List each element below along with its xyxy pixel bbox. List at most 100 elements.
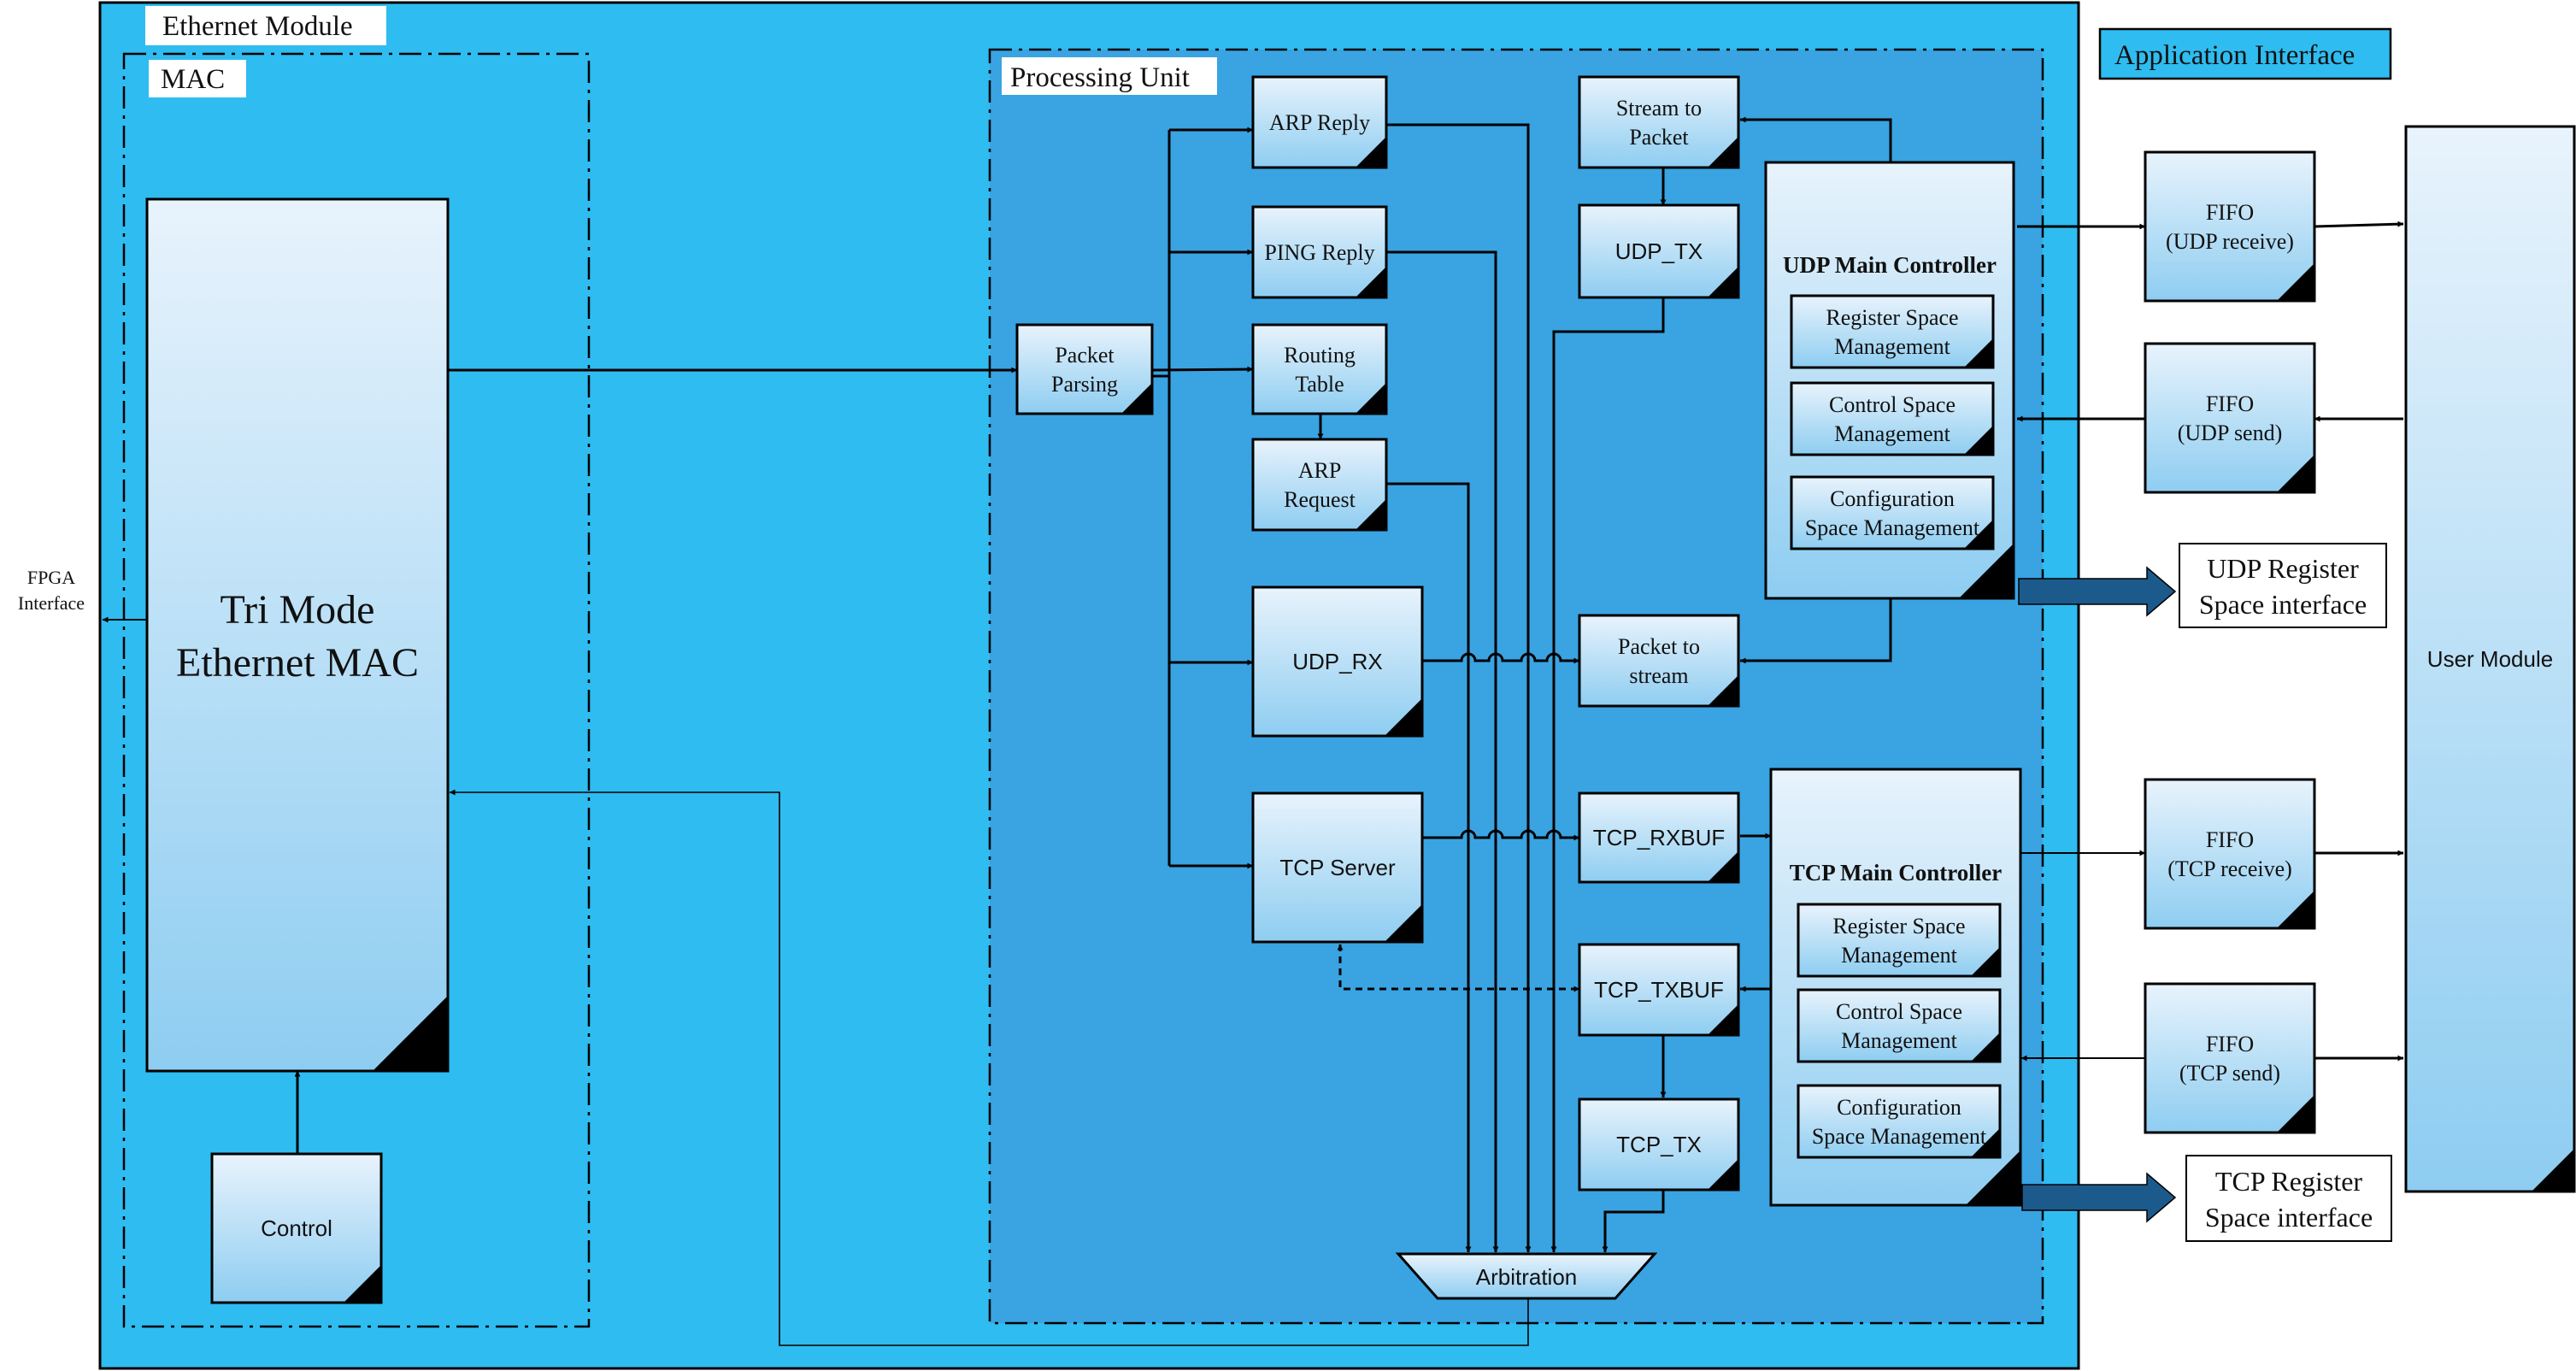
udp-rx-to-packet-to-stream-arrow xyxy=(1422,652,1580,664)
fifo-tcp-receive-block-label-line-1: FIFO xyxy=(2206,827,2254,852)
tcp-txbuf-block: TCP_TXBUF xyxy=(1578,943,1740,1037)
tcp-controller-control-block-label-line-1: Control Space xyxy=(1836,999,1962,1024)
udp-rx-block: UDP_RX xyxy=(1251,585,1424,738)
udp-rx-block-label-line-1: UDP_RX xyxy=(1292,649,1382,674)
udp-register-interface-line-1: UDP Register xyxy=(2207,553,2359,584)
processing-unit-label-box: Processing Unit xyxy=(1002,57,1217,95)
fifo-tcp-send-block-label-line-2: (TCP send) xyxy=(2179,1061,2280,1086)
arp-reply-to-arbitration xyxy=(1386,123,1532,1253)
tcp-rxbuf-block: TCP_RXBUF xyxy=(1578,791,1740,884)
udp-controller-register-block-box xyxy=(1790,294,1995,369)
fifo-udp-send-block-label-line-1: FIFO xyxy=(2206,391,2254,416)
tcp-controller-register-block-label-line-2: Management xyxy=(1841,943,1958,968)
tri-mode-mac-block-label-line-2: Ethernet MAC xyxy=(176,640,419,686)
udp-rx-block-corner-mark xyxy=(1385,698,1422,736)
tcp-controller-register-block-box xyxy=(1797,903,2002,978)
udp-controller-control-block-corner-mark xyxy=(1964,426,1993,455)
arbitration-block: Arbitration xyxy=(1395,1252,1658,1300)
packet-parsing-block-corner-mark xyxy=(1121,383,1152,414)
fifo-tcp-receive-block-label-line-2: (TCP receive) xyxy=(2167,856,2292,881)
fifo-tcp-receive-block: FIFO (TCP receive) xyxy=(2144,778,2316,930)
fifo-udp-receive-to-user-arrow xyxy=(2314,221,2404,228)
tcp-txbuf-block-corner-mark xyxy=(1708,1004,1738,1035)
udp-register-interface-box: UDP Register Space interface xyxy=(2179,543,2387,628)
udp-controller-to-stream-to-packet-arrow xyxy=(1739,116,1892,162)
udp-main-controller-block-corner-mark xyxy=(1959,544,2014,598)
control-block-corner-mark xyxy=(344,1265,381,1303)
tcp-controller-configuration-block-corner-mark xyxy=(1971,1128,2000,1157)
tcp-controller-register-block-label-line-1: Register Space xyxy=(1832,914,1965,939)
tri-mode-mac-block-label-line-1: Tri Mode xyxy=(221,587,375,633)
user-module-block: User Module xyxy=(2404,125,2576,1193)
tcp-txbuf-block-box xyxy=(1578,943,1740,1037)
packet-to-stream-block-label-line-2: stream xyxy=(1629,663,1688,688)
udp-tx-block-corner-mark xyxy=(1708,267,1738,297)
routing-table-block-label-line-2: Table xyxy=(1295,372,1344,397)
udp-controller-control-block-box xyxy=(1790,381,1995,456)
tcp-controller-control-block-corner-mark xyxy=(1971,1033,2000,1062)
udp-controller-configuration-block-label-line-2: Space Management xyxy=(1805,515,1980,540)
tcp-main-controller-block-corner-mark xyxy=(1966,1150,2020,1205)
stream-to-packet-block-label-line-1: Stream to xyxy=(1616,96,1702,121)
udp-controller-configuration-block-box xyxy=(1790,475,1995,550)
stream-to-packet-block-corner-mark xyxy=(1708,137,1738,168)
fifo-tcp-receive-block-box xyxy=(2144,778,2316,930)
fpga-interface-line-2: Interface xyxy=(18,592,85,614)
fifo-udp-receive-block-box xyxy=(2144,150,2316,303)
fifo-udp-receive-block-label-line-2: (UDP receive) xyxy=(2166,229,2294,254)
tcp-server-block-label-line-1: TCP Server xyxy=(1279,855,1396,880)
tcp-main-controller-title: TCP Main Controller xyxy=(1790,860,2003,886)
mac-label: MAC xyxy=(161,64,225,95)
tcp-rxbuf-block-box xyxy=(1578,791,1740,884)
arp-request-to-arbitration xyxy=(1386,482,1472,1253)
udp-main-controller-title: UDP Main Controller xyxy=(1783,252,1997,278)
user-module-block-corner-mark xyxy=(2532,1149,2574,1192)
arp-request-block-box xyxy=(1251,438,1388,532)
packet-parsing-block-label-line-1: Packet xyxy=(1055,343,1115,368)
control-block-label-line-1: Control xyxy=(261,1215,332,1241)
tcp-controller-configuration-block-label-line-2: Space Management xyxy=(1812,1124,1987,1149)
fifo-udp-send-block-box xyxy=(2144,342,2316,494)
ping-reply-block-corner-mark xyxy=(1356,267,1386,297)
tcp-tx-to-arbitration xyxy=(1602,1190,1665,1253)
stream-to-packet-block-label-line-2: Packet xyxy=(1629,125,1689,150)
arp-reply-block: ARP Reply xyxy=(1251,75,1388,169)
tcp-tx-block-corner-mark xyxy=(1708,1159,1738,1190)
tcp-controller-configuration-block-box xyxy=(1797,1084,2002,1159)
fifo-tcp-send-block-corner-mark xyxy=(2277,1095,2314,1133)
application-interface-label-box: Application Interface xyxy=(2098,27,2392,80)
ping-reply-block-box xyxy=(1251,205,1388,299)
tcp-tx-block-box xyxy=(1578,1097,1740,1192)
tcp-server-to-rxbuf-arrow xyxy=(1422,829,1580,841)
arp-reply-block-corner-mark xyxy=(1356,137,1386,168)
tcp-controller-configuration-block-label-line-1: Configuration xyxy=(1837,1095,1961,1120)
udp-tx-block: UDP_TX xyxy=(1578,203,1740,299)
ping-reply-block: PING Reply xyxy=(1251,205,1388,299)
packet-to-stream-block-box xyxy=(1578,614,1740,708)
udp-controller-configuration-block-label-line-1: Configuration xyxy=(1830,486,1955,511)
ping-reply-to-arbitration xyxy=(1386,250,1499,1253)
tcp-register-interface-box: TCP Register Space interface xyxy=(2185,1155,2392,1242)
arp-reply-block-label-line-1: ARP Reply xyxy=(1269,110,1370,135)
fifo-tcp-send-block-label-line-1: FIFO xyxy=(2206,1032,2254,1056)
fifo-udp-send-block-label-line-2: (UDP send) xyxy=(2178,421,2283,445)
tcp-tx-block: TCP_TX xyxy=(1578,1097,1740,1192)
packet-parsing-block-label-line-2: Parsing xyxy=(1051,372,1118,397)
arbitration-label: Arbitration xyxy=(1476,1264,1578,1290)
tcp-controller-control-block-label-line-2: Management xyxy=(1841,1028,1958,1053)
stream-to-packet-block: Stream to Packet xyxy=(1578,75,1740,169)
tcp-server-block: TCP Server xyxy=(1251,791,1424,944)
tri-mode-mac-block-box xyxy=(145,197,450,1073)
tcp-server-block-corner-mark xyxy=(1385,904,1422,942)
packet-to-stream-block-corner-mark xyxy=(1708,675,1738,706)
user-module-block-box xyxy=(2404,125,2576,1193)
tcp-controller-control-block-box xyxy=(1797,988,2002,1063)
routing-table-block-box xyxy=(1251,323,1388,415)
connectors xyxy=(102,116,2404,1346)
tcp-server-txbuf-dashed-link xyxy=(1337,944,1580,992)
